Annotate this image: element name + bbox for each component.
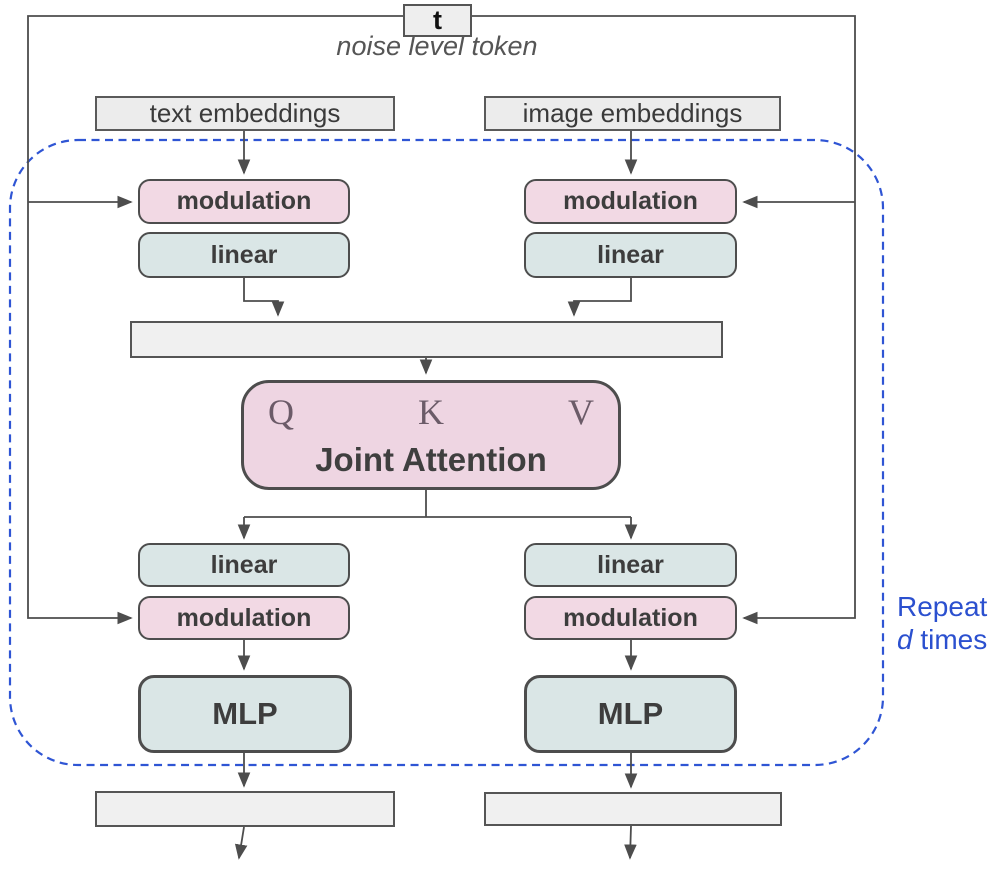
wire-out-left — [234, 826, 248, 860]
repeat-note: Repeat d times — [897, 590, 997, 656]
noise-token-box: t — [403, 4, 472, 37]
output-bar-text — [95, 791, 395, 827]
mlp-image: MLP — [524, 675, 737, 753]
output-bar-image — [484, 792, 782, 826]
repeat-note-line2: d times — [897, 623, 997, 656]
repeat-boundary — [8, 138, 885, 767]
linear-bottom-text: linear — [138, 543, 350, 587]
qkv-row: Q K V — [244, 383, 618, 433]
modulation-bottom-text: modulation — [138, 596, 350, 640]
v-label: V — [568, 392, 594, 432]
k-label: K — [418, 392, 444, 432]
noise-token-caption: noise level token — [336, 31, 538, 61]
joint-attention-title: Joint Attention — [315, 441, 547, 478]
repeat-d: d — [897, 624, 913, 655]
concat-sequence-bar — [130, 321, 723, 358]
q-label: Q — [268, 392, 294, 432]
repeat-note-line1: Repeat — [897, 591, 988, 622]
text-embeddings-box: text embeddings — [95, 96, 395, 131]
wire-linear-left-to-bar — [243, 278, 285, 317]
linear-top-image: linear — [524, 232, 737, 278]
linear-top-text: linear — [138, 232, 350, 278]
modulation-top-text: modulation — [138, 179, 350, 224]
wire-linear-right-to-bar — [567, 278, 632, 317]
repeat-times: times — [912, 624, 988, 655]
modulation-bottom-image: modulation — [524, 596, 737, 640]
mlp-text: MLP — [138, 675, 352, 753]
joint-attention-box: Q K V Joint Attention — [241, 380, 621, 490]
image-embeddings-box: image embeddings — [484, 96, 781, 131]
wire-group — [8, 15, 885, 860]
t-wire-left-trunk — [27, 15, 403, 625]
modulation-top-image: modulation — [524, 179, 737, 224]
t-wire-right-trunk — [472, 15, 856, 625]
linear-bottom-image: linear — [524, 543, 737, 587]
wire-out-right — [624, 825, 637, 860]
